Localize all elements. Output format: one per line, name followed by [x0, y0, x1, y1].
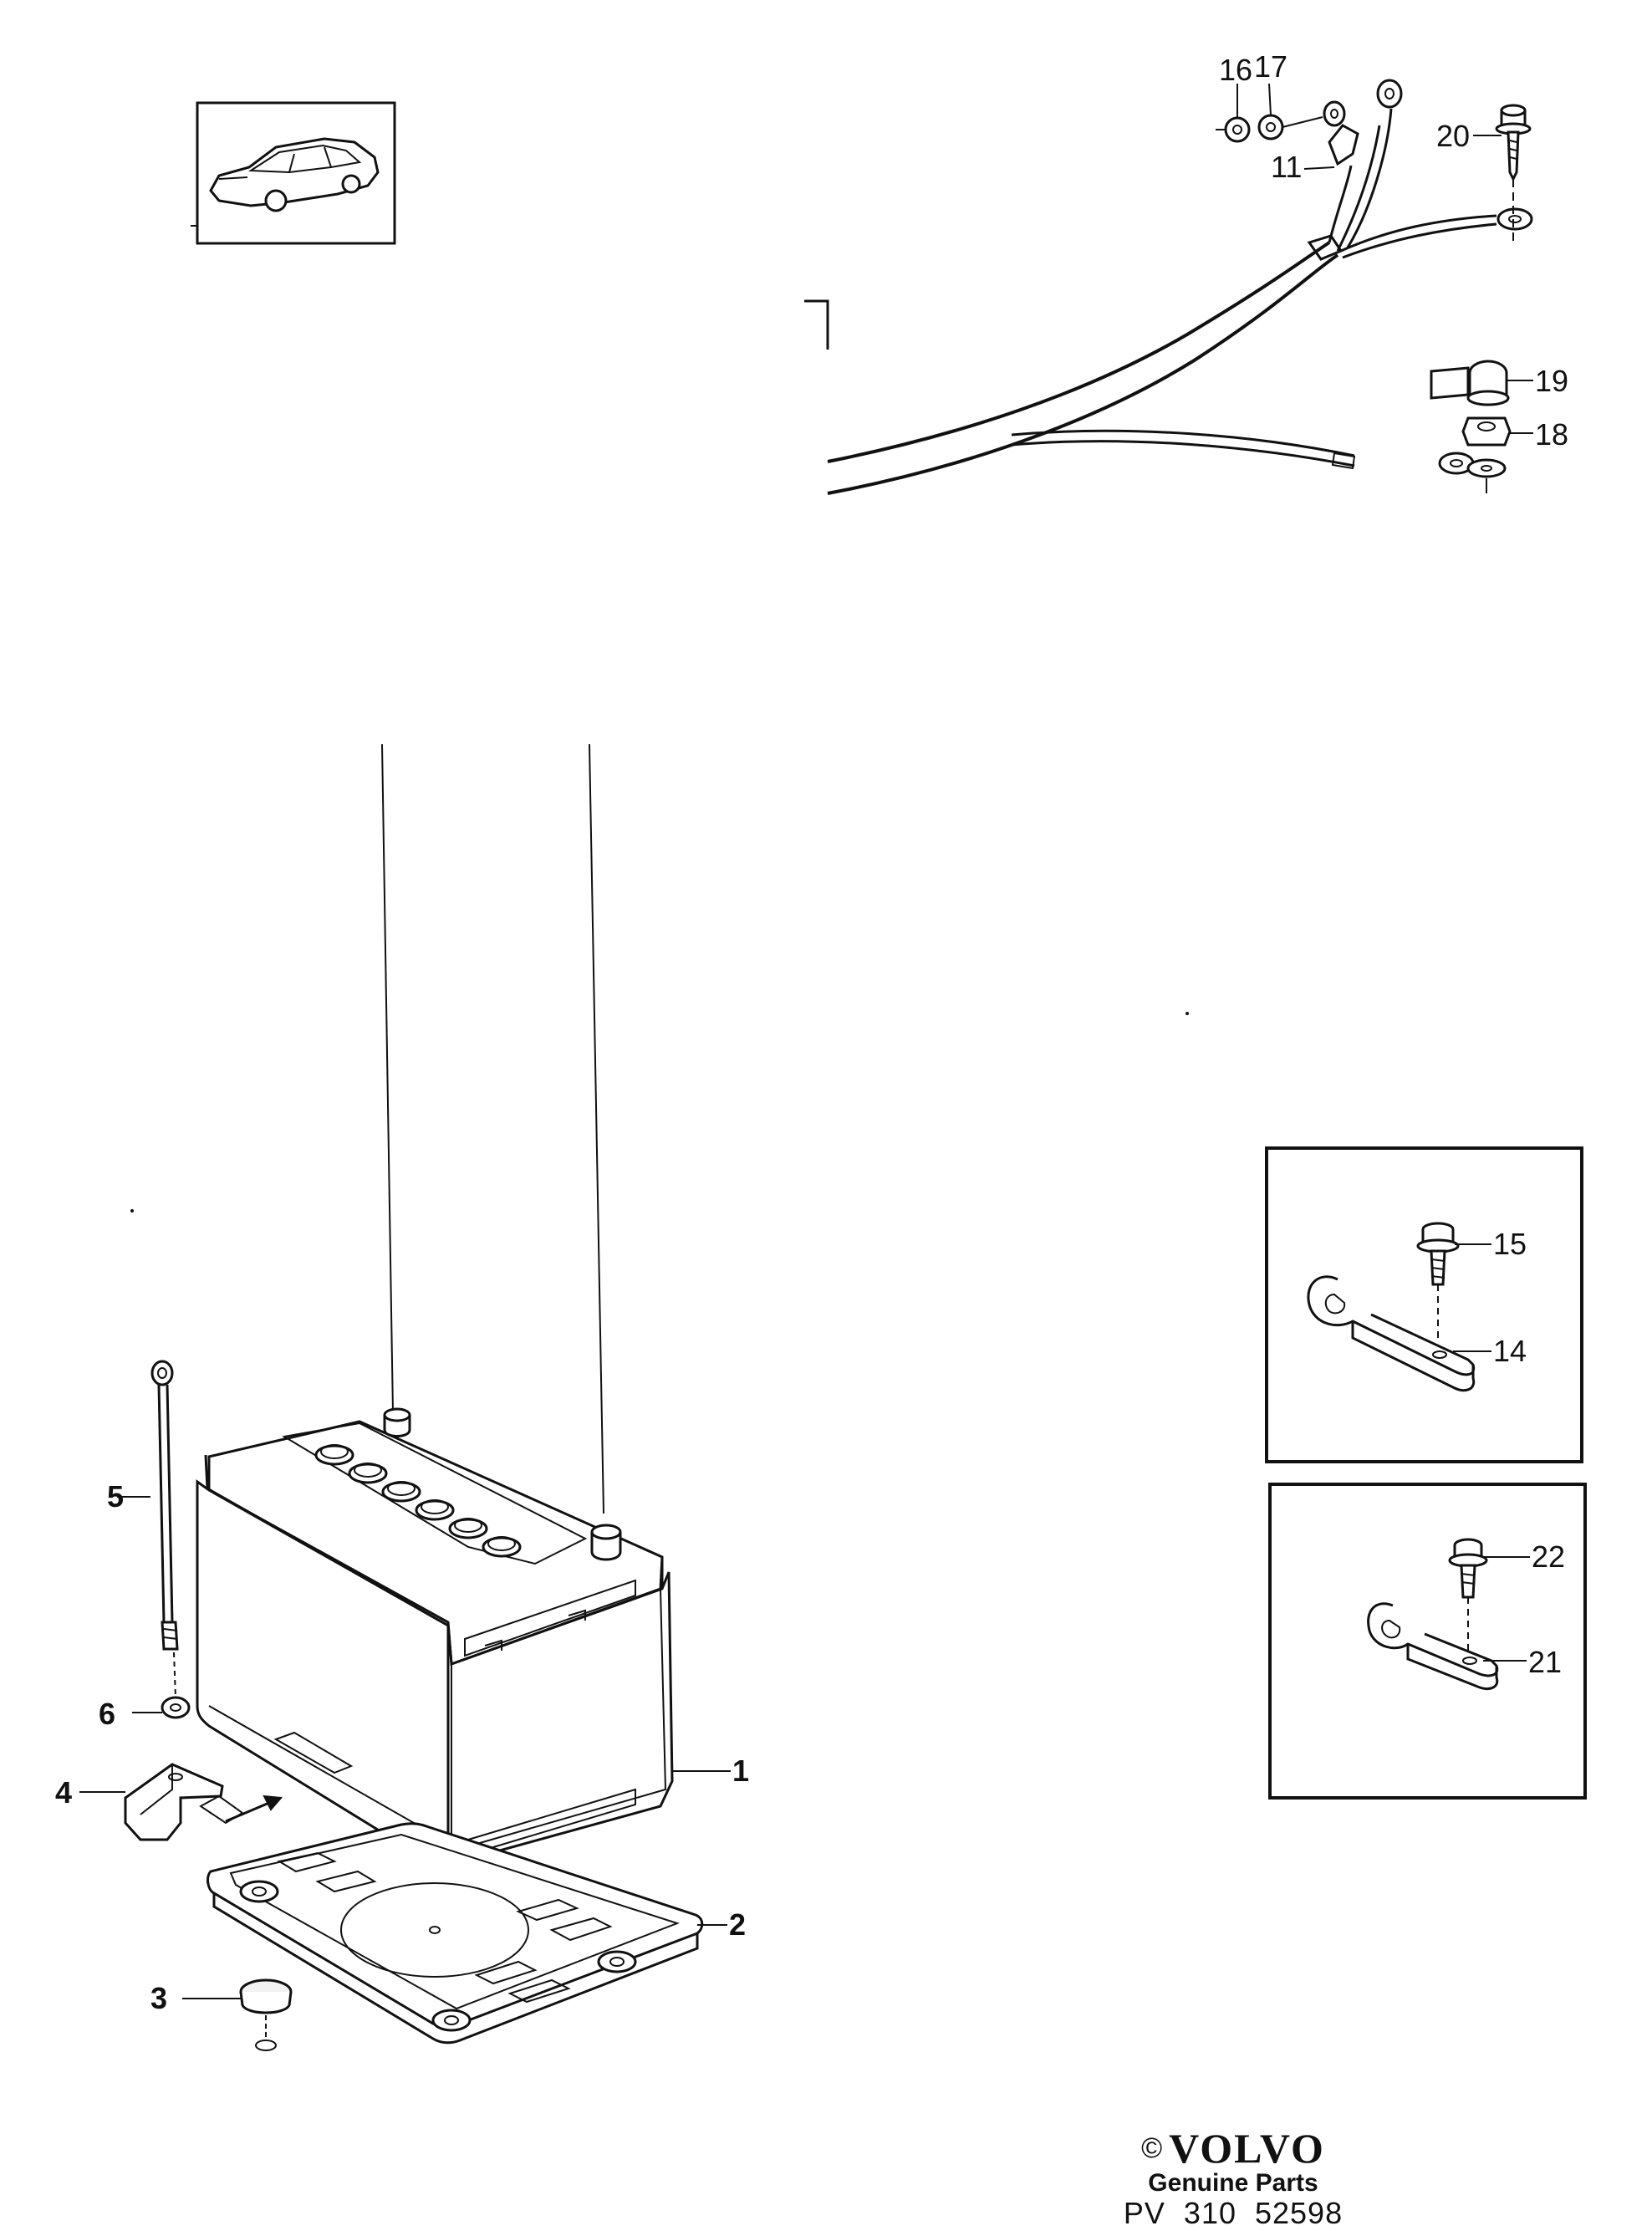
battery-tray-2: [206, 1822, 727, 2045]
washer-17: [1257, 83, 1323, 140]
bracket-mark: [804, 299, 829, 350]
brand-tagline: Genuine Parts: [1148, 2169, 1318, 2197]
cable-line-negative: [381, 743, 394, 1414]
plug-3: [182, 1978, 293, 2051]
cable-harness: [827, 79, 1533, 495]
callout-3: 3: [150, 1981, 167, 2015]
callout-15: 15: [1493, 1227, 1527, 1261]
battery-1: [196, 1407, 731, 1867]
hold-down-rod-5: [117, 1360, 179, 1651]
callout-18: 18: [1535, 417, 1568, 452]
callout-21: 21: [1528, 1645, 1562, 1679]
callout-16: 16: [1219, 53, 1252, 87]
callout-2: 2: [729, 1907, 746, 1942]
detail-box-clamp-21: [1268, 1483, 1587, 1800]
callout-1: 1: [732, 1754, 749, 1788]
callout-22: 22: [1532, 1539, 1565, 1574]
callout-17: 17: [1254, 49, 1287, 84]
callout-6: 6: [99, 1697, 115, 1731]
callout-11: 11: [1271, 150, 1302, 184]
brand-logo: VOLVO: [1169, 2125, 1325, 2172]
clip-19: [1430, 360, 1533, 406]
callout-14: 14: [1493, 1334, 1527, 1368]
callout-19: 19: [1535, 364, 1568, 398]
diagram-code: PV 310 52598: [1123, 2196, 1344, 2230]
callout-5: 5: [107, 1479, 124, 1514]
callout-20: 20: [1436, 119, 1470, 153]
copyright-symbol: ©: [1141, 2131, 1163, 2164]
vehicle-thumbnail: [191, 101, 396, 245]
clamp-bracket-4: [79, 1763, 283, 1841]
cable-line-positive: [589, 743, 604, 1514]
screw-20: [1473, 104, 1532, 244]
nut-16: [1216, 84, 1251, 143]
footer-branding: © VOLVO Genuine Parts PV 310 52598: [1095, 2124, 1371, 2231]
callout-4: 4: [55, 1775, 72, 1810]
washer-6: [132, 1652, 191, 1719]
detail-box-clamp-14: [1265, 1146, 1583, 1463]
nut-18: [1461, 416, 1533, 493]
